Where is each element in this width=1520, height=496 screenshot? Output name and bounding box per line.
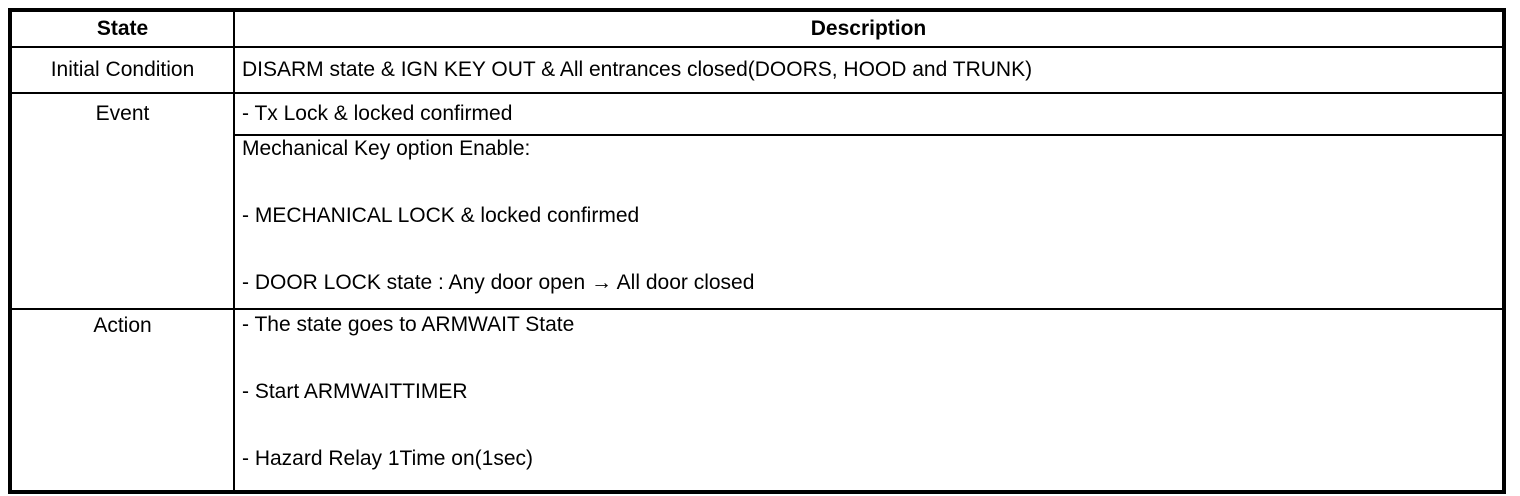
- state-label-action: Action: [9, 308, 235, 493]
- row-action: Action - The state goes to ARMWAIT State…: [9, 308, 1505, 493]
- armwait-state-line: - The state goes to ARMWAIT State: [242, 313, 575, 336]
- description-event-tx-lock: - Tx Lock & locked confirmed: [233, 92, 1505, 136]
- hazard-relay-line: - Hazard Relay 1Time on(1sec): [242, 447, 533, 470]
- mechanical-lock-line: - MECHANICAL LOCK & locked confirmed: [242, 204, 640, 227]
- mechanical-option-line: Mechanical Key option Enable:: [242, 137, 531, 160]
- column-header-state: State: [9, 9, 235, 48]
- description-initial-condition: DISARM state & IGN KEY OUT & All entranc…: [233, 46, 1505, 94]
- row-event-mechanical: Mechanical Key option Enable: - MECHANIC…: [10, 134, 1505, 310]
- description-action: - The state goes to ARMWAIT State - Star…: [233, 308, 1505, 493]
- state-description-table: State Description Initial Condition DISA…: [8, 8, 1506, 494]
- armwait-timer-line: - Start ARMWAITTIMER: [242, 380, 468, 403]
- row-initial-condition: Initial Condition DISARM state & IGN KEY…: [9, 46, 1505, 94]
- table-header-row: State Description: [9, 9, 1505, 48]
- column-header-description: Description: [233, 9, 1505, 48]
- state-label-event: Event: [9, 92, 235, 310]
- door-lock-state-line: - DOOR LOCK state : Any door open → All …: [242, 271, 755, 294]
- description-event-mechanical: Mechanical Key option Enable: - MECHANIC…: [233, 134, 1505, 310]
- row-event: Event - Tx Lock & locked confirmed: [9, 92, 1505, 310]
- state-label-initial-condition: Initial Condition: [9, 46, 235, 94]
